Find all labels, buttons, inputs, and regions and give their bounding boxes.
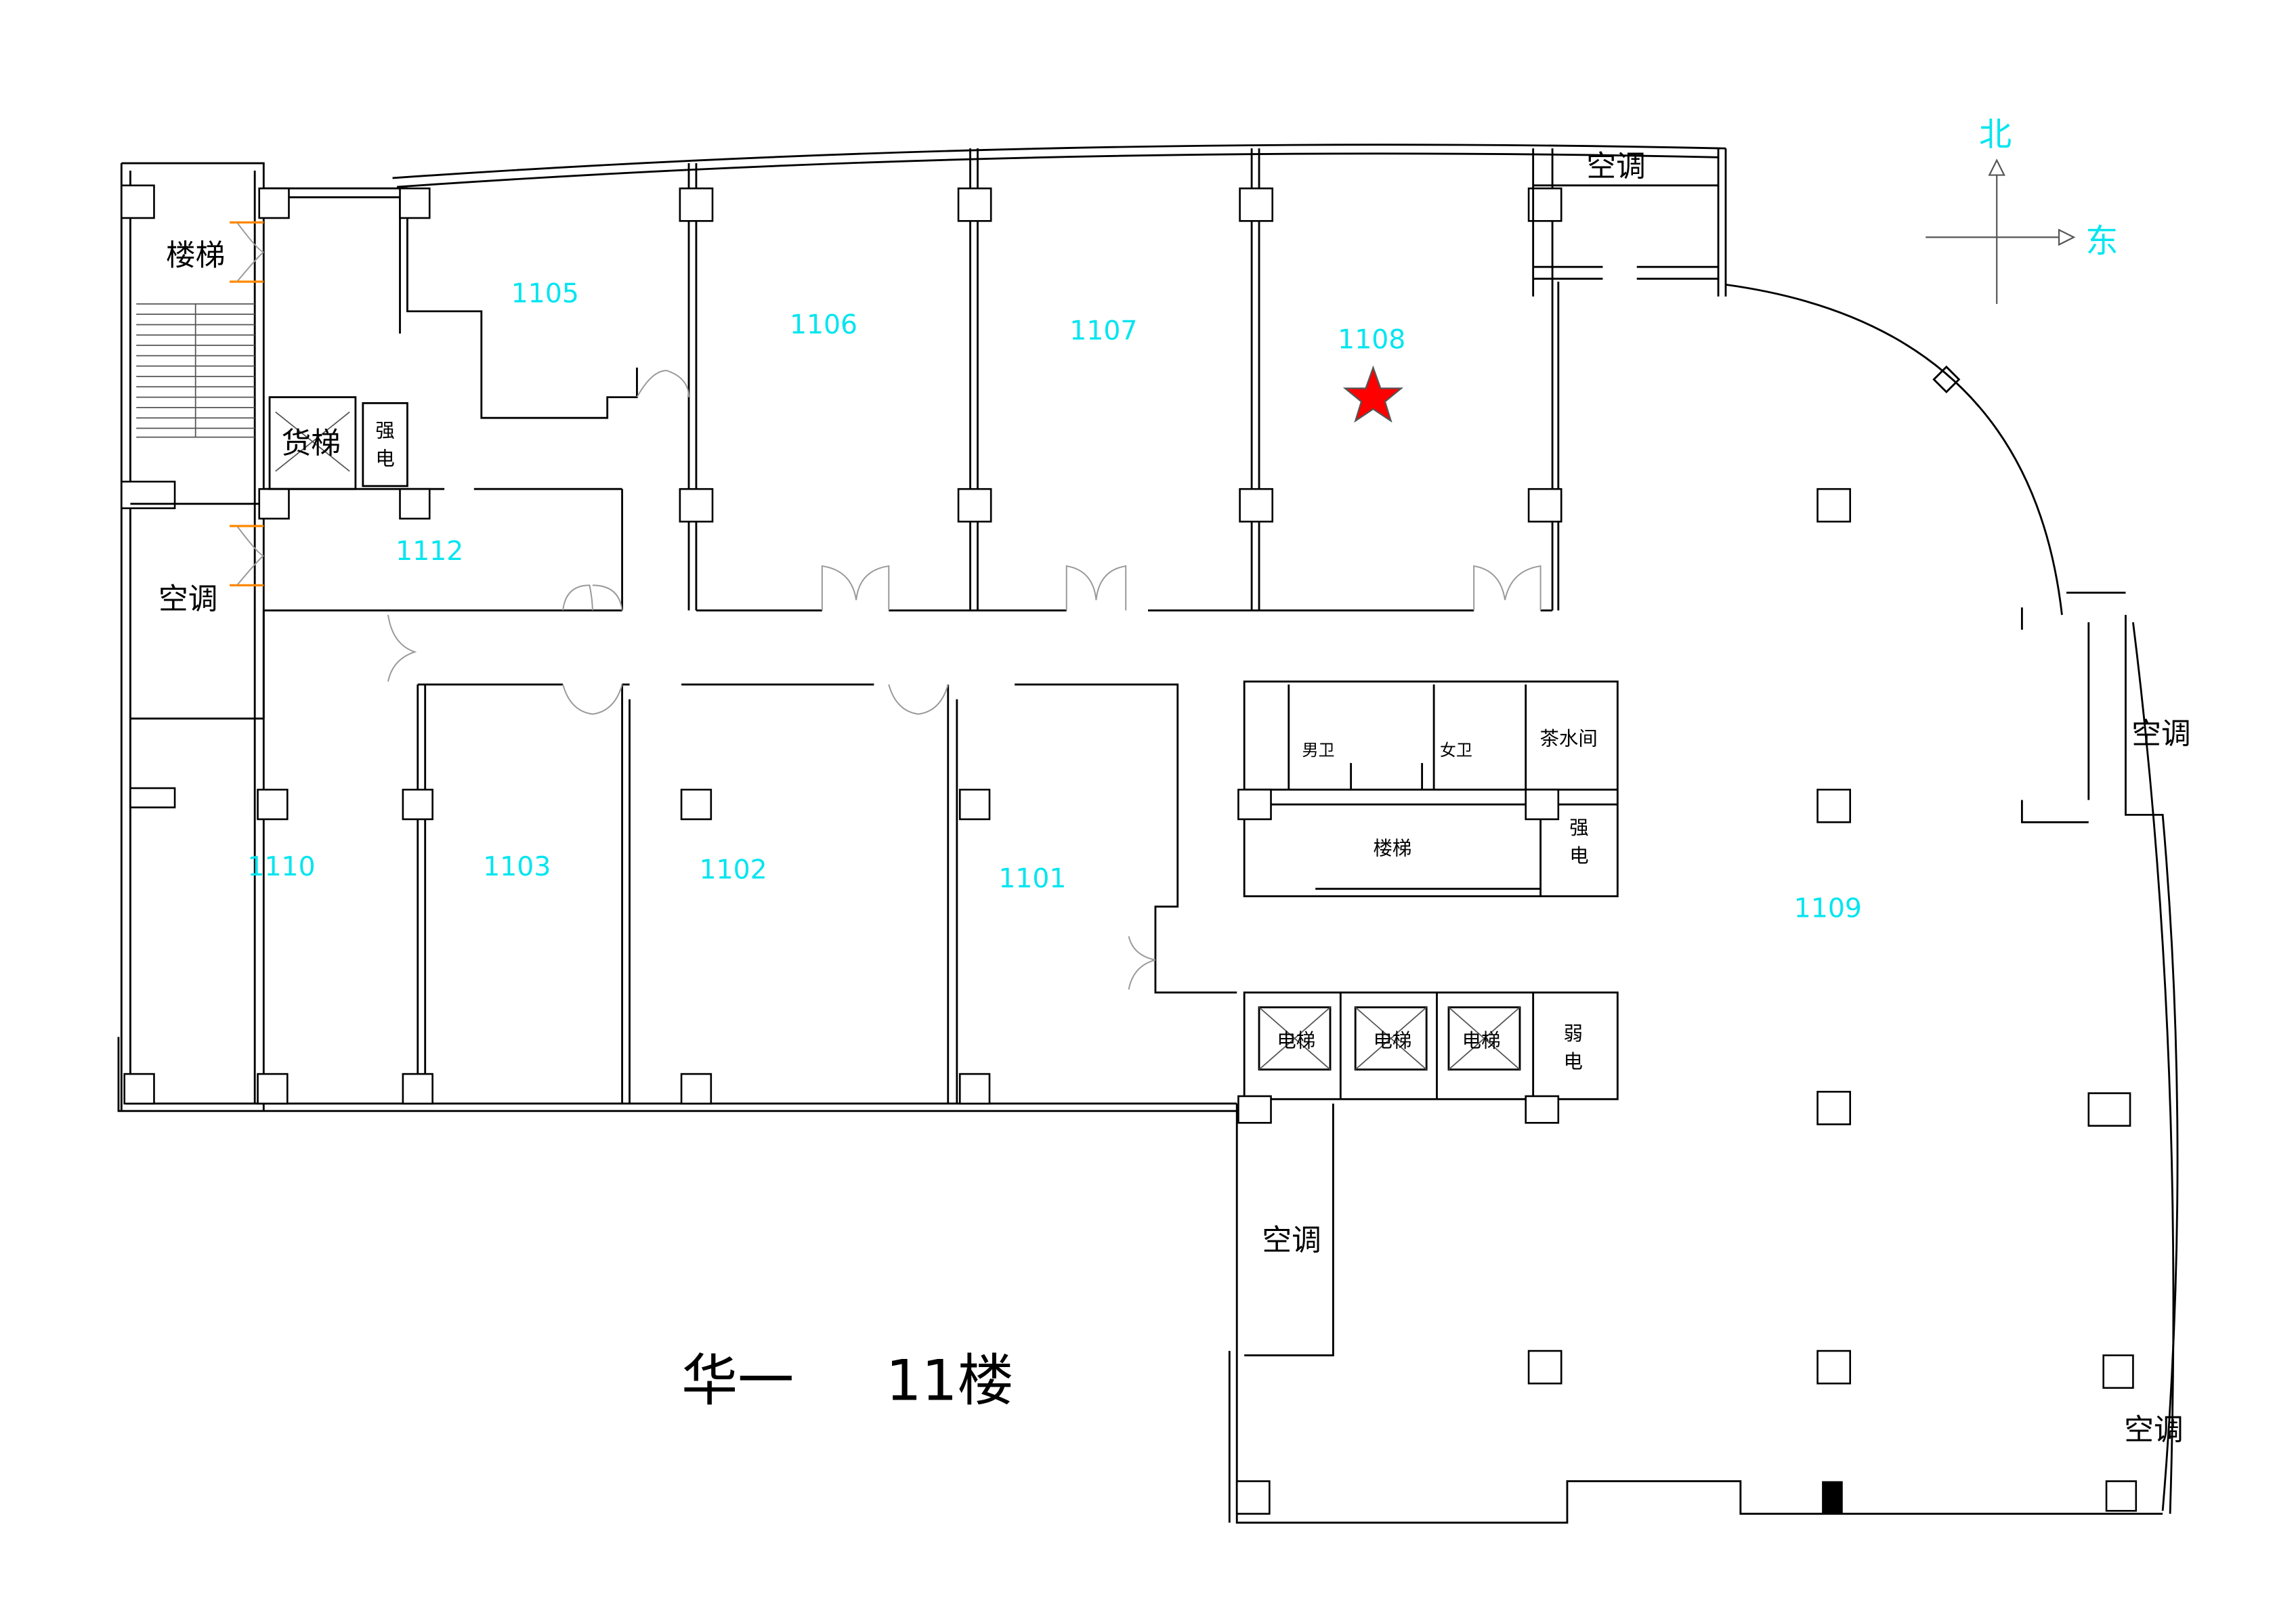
power-room-label-1: 强 xyxy=(375,420,394,442)
core-walls xyxy=(1237,680,1619,1124)
elevator-1-label: 电梯 xyxy=(1277,1030,1315,1052)
room-1106-label: 1106 xyxy=(790,309,857,341)
floor-name: 11楼 xyxy=(886,1347,1014,1413)
weak-power-label-2: 电 xyxy=(1563,1050,1582,1073)
power-core-label-1: 强 xyxy=(1569,817,1588,839)
mens-room-label: 男卫 xyxy=(1302,741,1334,760)
room-1110-label: 1110 xyxy=(247,851,315,882)
building-name: 华一 xyxy=(681,1347,794,1413)
stairs-core-label: 楼梯 xyxy=(1373,837,1411,859)
room-1107-label: 1107 xyxy=(1069,315,1137,346)
compass: 北 东 xyxy=(1926,116,2119,304)
compass-east-label: 东 xyxy=(2085,222,2118,260)
room-1105-label: 1105 xyxy=(511,278,579,309)
elevator-3-label: 电梯 xyxy=(1462,1030,1501,1052)
tea-room-label: 茶水间 xyxy=(1540,728,1598,750)
room-1112-label: 1112 xyxy=(396,536,463,567)
room-1108-label: 1108 xyxy=(1338,324,1405,355)
womens-room-label: 女卫 xyxy=(1440,741,1472,760)
east-hall-walls xyxy=(1228,283,2179,1524)
freight-elevator-label: 货梯 xyxy=(282,427,341,461)
south-rooms-walls xyxy=(123,610,1237,1105)
ac-east-label: 空调 xyxy=(2131,716,2190,751)
ac-south-label: 空调 xyxy=(1262,1223,1321,1257)
room-1109-label: 1109 xyxy=(1794,892,1862,924)
power-core-label-2: 电 xyxy=(1569,844,1588,867)
stair-treads xyxy=(136,303,255,438)
doors xyxy=(230,221,1542,990)
elevator-2-label: 电梯 xyxy=(1373,1030,1411,1052)
ac-southeast-label: 空调 xyxy=(2124,1412,2183,1447)
room-1103-label: 1103 xyxy=(483,851,551,882)
stairs-west-label: 楼梯 xyxy=(166,238,225,273)
weak-power-label-1: 弱 xyxy=(1563,1022,1582,1045)
power-room-label-2: 电 xyxy=(375,448,394,470)
compass-north-label: 北 xyxy=(1979,116,2012,154)
room-1102-label: 1102 xyxy=(700,854,767,885)
north-ac-walls xyxy=(1532,148,1727,297)
ac-west-label: 空调 xyxy=(158,582,217,616)
west-wing-walls xyxy=(117,162,1237,1112)
room-1101-label: 1101 xyxy=(998,863,1066,894)
star-icon xyxy=(1342,365,1404,423)
north-rooms-walls xyxy=(258,144,1726,611)
ac-north-label: 空调 xyxy=(1586,150,1645,184)
